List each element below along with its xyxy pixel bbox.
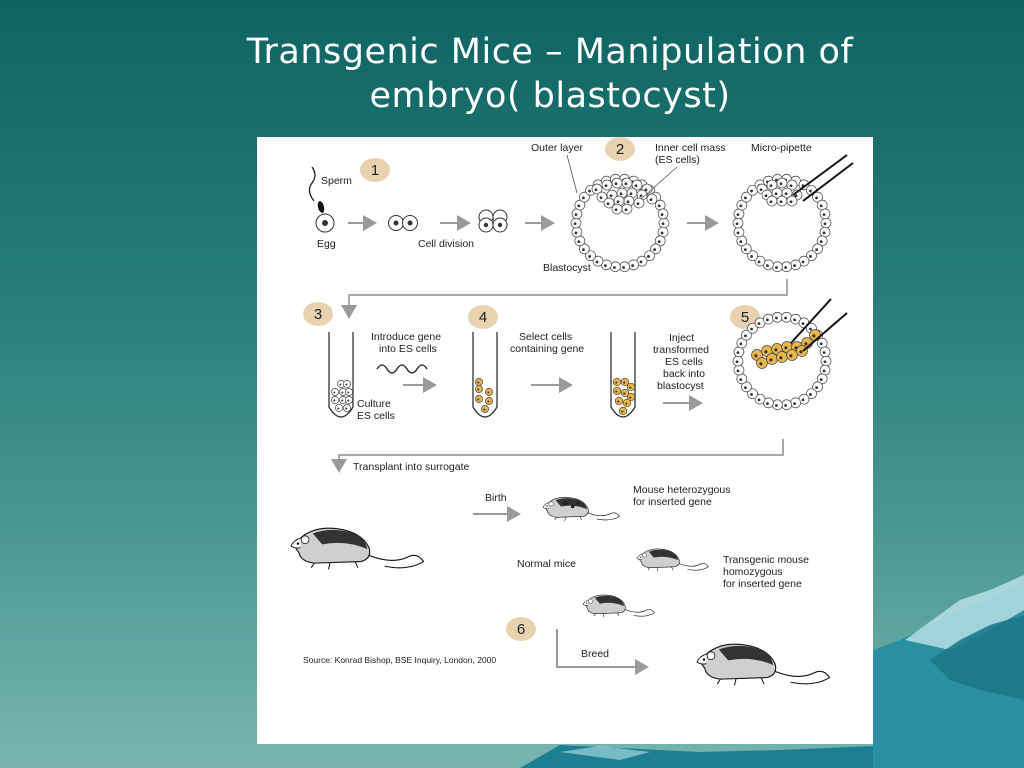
- inner-cell-mass-2: [756, 177, 803, 207]
- svg-text:3: 3: [314, 306, 322, 323]
- step-badge-4: 4: [468, 305, 498, 329]
- diagram-panel: 1 2 3 4 5 6 Sperm Egg Cell division: [257, 137, 873, 744]
- label-transgenic-mouse: Transgenic mouse: [723, 554, 809, 566]
- label-outer-layer: Outer layer: [531, 142, 583, 154]
- label-for-inserted-gene: for inserted gene: [633, 496, 712, 508]
- label-containing-gene: containing gene: [510, 343, 584, 355]
- label-inject-blastocyst: blastocyst: [657, 380, 704, 392]
- egg-icon: [315, 213, 335, 233]
- label-cell-division: Cell division: [418, 238, 474, 250]
- gene-dna-icon: [376, 364, 428, 374]
- label-transformed: transformed: [653, 344, 709, 356]
- four-cell-icon: [478, 209, 508, 233]
- blastocyst-ring-3: [732, 311, 832, 411]
- label-source: Source: Konrad Bishop, BSE Inquiry, Lond…: [303, 655, 496, 665]
- selected-tube: [610, 332, 636, 418]
- label-sperm: Sperm: [321, 175, 352, 187]
- label-for-inserted-gene-2: for inserted gene: [723, 578, 802, 590]
- normal-mouse-2: [582, 594, 655, 618]
- label-blastocyst: Blastocyst: [543, 262, 591, 274]
- label-inject-es-cells: ES cells: [665, 356, 703, 368]
- label-normal-mice: Normal mice: [517, 558, 576, 570]
- transgenic-diagram: 1 2 3 4 5 6 Sperm Egg Cell division: [290, 137, 854, 686]
- two-cell-icon: [388, 215, 418, 231]
- label-egg: Egg: [317, 238, 336, 250]
- label-introduce-gene: Introduce gene: [371, 331, 441, 343]
- sperm-icon: [308, 166, 325, 213]
- title-line-1: Transgenic Mice – Manipulation of: [246, 32, 854, 72]
- label-transplant: Transplant into surrogate: [353, 461, 470, 473]
- svg-text:6: 6: [517, 621, 525, 638]
- transfected-tube: [472, 332, 498, 418]
- normal-mouse-1: [636, 548, 709, 572]
- label-micro-pipette: Micro-pipette: [751, 142, 812, 154]
- label-culture: Culture: [357, 398, 391, 410]
- heterozygous-mouse: [542, 496, 620, 521]
- culture-tube: [328, 332, 354, 418]
- injected-cells: [751, 329, 821, 369]
- blastocyst-ring-2: [732, 173, 832, 273]
- label-into-es-cells: into ES cells: [379, 343, 437, 355]
- label-breed: Breed: [581, 648, 609, 660]
- transgenic-mouse: [696, 643, 831, 686]
- svg-text:4: 4: [479, 309, 487, 326]
- step-badge-2: 2: [605, 137, 635, 161]
- svg-text:5: 5: [741, 309, 749, 326]
- label-homozygous: homozygous: [723, 566, 783, 578]
- step-badge-1: 1: [360, 158, 390, 182]
- label-back-into: back into: [663, 368, 705, 380]
- label-birth: Birth: [485, 492, 507, 504]
- inner-cell-mass: [591, 177, 658, 215]
- slide-title: Transgenic Mice – Manipulation of embryo…: [200, 30, 900, 118]
- micro-pipette-icon: [792, 154, 854, 202]
- label-inner-cell-mass: Inner cell mass: [655, 142, 726, 154]
- step-badge-3: 3: [303, 302, 333, 326]
- step-badge-6: 6: [506, 617, 536, 641]
- svg-text:2: 2: [616, 141, 624, 158]
- micro-pipette-icon-2: [790, 298, 848, 352]
- label-es-cells: (ES cells): [655, 154, 700, 166]
- label-mouse-heterozygous: Mouse heterozygous: [633, 484, 730, 496]
- svg-text:1: 1: [371, 162, 379, 179]
- label-select-cells: Select cells: [519, 331, 572, 343]
- title-line-2: embryo( blastocyst): [369, 76, 731, 116]
- surrogate-mouse: [290, 527, 425, 570]
- label-inject: Inject: [669, 332, 694, 344]
- label-culture-es-cells: ES cells: [357, 410, 395, 422]
